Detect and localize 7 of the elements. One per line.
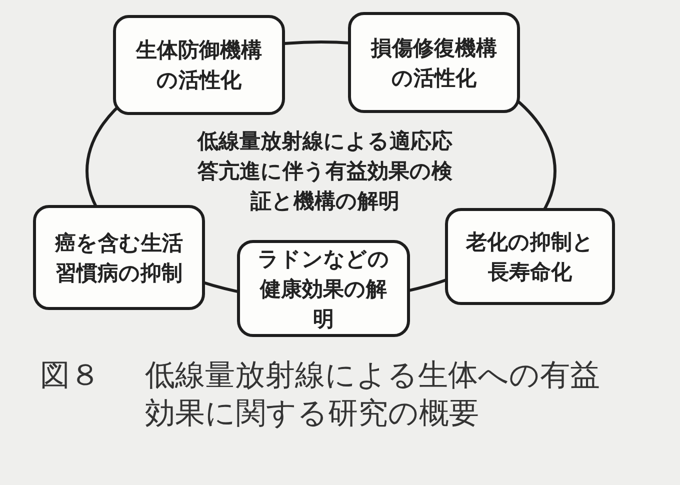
- caption: 低線量放射線による生体への有益効果に関する研究の概要: [145, 357, 601, 433]
- rounded-box: ラドンなどの健康効果の解明: [237, 240, 410, 337]
- rounded-box: 癌を含む生活習慣病の抑制: [33, 205, 205, 310]
- rounded-box: 老化の抑制と長寿命化: [445, 208, 615, 305]
- rounded-box: 損傷修復機構の活性化: [348, 12, 520, 113]
- rounded-box: 生体防御機構の活性化: [113, 15, 285, 115]
- figure-number: 図８: [40, 357, 100, 395]
